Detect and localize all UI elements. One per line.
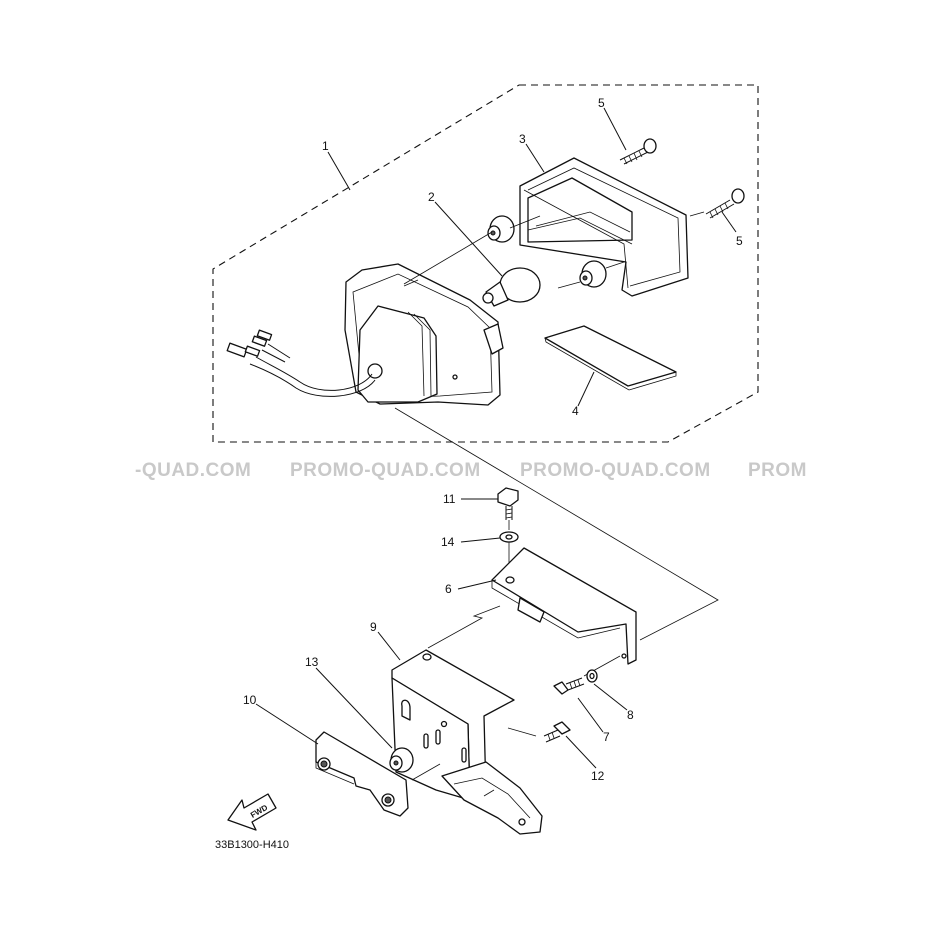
bolt-7 xyxy=(553,677,585,695)
bracket-upper xyxy=(491,547,637,665)
screw-upper xyxy=(619,138,657,165)
grommet-lower xyxy=(579,260,607,288)
alignment-lines-top xyxy=(394,211,719,641)
bolt-top xyxy=(497,487,519,530)
leader-lines xyxy=(255,107,737,769)
watermark-text-4: PROM xyxy=(748,460,807,481)
callout-5-upper: 5 xyxy=(598,96,605,110)
watermark-text-2: PROMO-QUAD.COM xyxy=(290,460,481,481)
callout-9: 9 xyxy=(370,620,377,634)
bracket-lower xyxy=(391,649,543,835)
tail-light-housing xyxy=(344,263,504,406)
callout-4: 4 xyxy=(572,404,579,418)
callout-5-right: 5 xyxy=(736,234,743,248)
alignment-line-plate xyxy=(411,763,441,781)
washer-8 xyxy=(586,669,598,683)
callout-2: 2 xyxy=(428,190,435,204)
watermark: -QUAD.COM PROMO-QUAD.COM PROMO-QUAD.COM … xyxy=(135,460,807,481)
callout-1: 1 xyxy=(322,139,329,153)
wire-harness xyxy=(226,329,376,397)
callout-8: 8 xyxy=(627,708,634,722)
grommet-upper xyxy=(487,215,515,243)
assembly-outline xyxy=(212,84,759,443)
callouts: 1 2 3 4 5 5 6 7 8 9 10 11 12 13 14 xyxy=(243,96,743,783)
callout-13: 13 xyxy=(305,655,319,669)
bulb xyxy=(482,267,541,307)
bolt-12 xyxy=(543,721,571,743)
watermark-text-3: PROMO-QUAD.COM xyxy=(520,460,711,481)
lens-cover xyxy=(519,157,689,297)
callout-11: 11 xyxy=(443,492,456,506)
callout-14: 14 xyxy=(441,535,455,549)
diagram-code: 33B1300-H410 xyxy=(215,839,289,851)
callout-10: 10 xyxy=(243,693,257,707)
watermark-text-1: -QUAD.COM xyxy=(135,460,251,481)
screw-right xyxy=(705,188,745,219)
reflector xyxy=(544,325,677,391)
grommet-13 xyxy=(389,747,414,773)
callout-6: 6 xyxy=(445,582,452,596)
callout-3: 3 xyxy=(519,132,526,146)
callout-7: 7 xyxy=(603,730,610,744)
forward-direction-arrow: FWD xyxy=(227,793,277,831)
washer-top xyxy=(499,531,519,576)
callout-12: 12 xyxy=(591,769,605,783)
license-plate-bracket xyxy=(315,731,409,817)
